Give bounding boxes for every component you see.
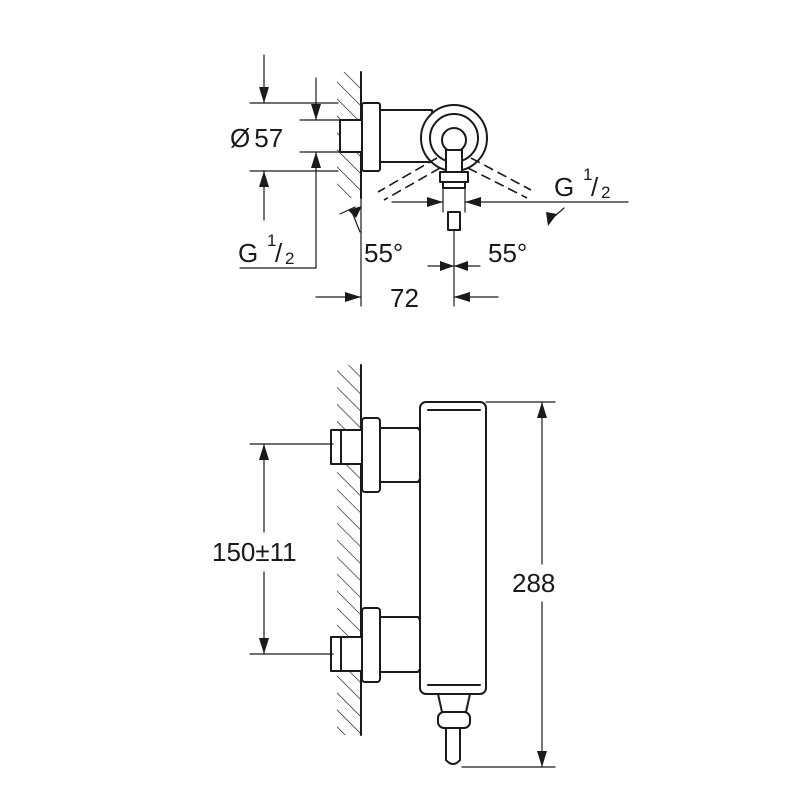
- dim-dia-arrow-bottom: [259, 171, 269, 187]
- dim-centres-arrow-top: [259, 444, 269, 460]
- dim-outlet-arrow-left: [427, 197, 443, 207]
- centres-label: 150±11: [212, 537, 297, 567]
- top-outlet-pipe: [447, 211, 461, 231]
- thread-left-slash: /: [275, 238, 283, 268]
- side-mixer-body: [419, 401, 487, 695]
- side-upper-flange: [361, 417, 381, 493]
- top-inlet-nipple: [339, 119, 363, 153]
- angle-centre-arrow-left: [440, 261, 454, 271]
- top-outlet-stem: [445, 149, 463, 173]
- dim-dia-arrow-top: [259, 87, 269, 103]
- thread-left-denominator: 2: [285, 249, 294, 268]
- angle-right-arrow: [546, 212, 557, 226]
- dim-inlet-arrow-bottom: [311, 152, 321, 168]
- side-lower-inlet-nipple: [330, 636, 363, 672]
- dim-depth-arrow-right: [454, 292, 470, 302]
- dim-inlet-arrow-top: [311, 104, 321, 120]
- side-lower-flange: [361, 607, 381, 683]
- top-wall-flange: [361, 102, 381, 172]
- angle-centre-arrow-right: [454, 261, 468, 271]
- side-upper-inlet-nipple: [330, 429, 363, 465]
- top-outlet-nut: [439, 171, 469, 183]
- top-swivel-right-dashed: [470, 157, 532, 191]
- height-label: 288: [512, 568, 555, 598]
- thread-left-letter: G: [238, 238, 258, 268]
- top-swivel-left-dashed-2: [383, 167, 441, 201]
- dim-centres-arrow-bottom: [259, 638, 269, 654]
- angle-left-label: 55°: [364, 238, 403, 268]
- dim-outlet-arrow-right: [465, 197, 481, 207]
- side-outlet-nut: [437, 693, 471, 713]
- angle-left-arrow: [348, 206, 362, 218]
- thread-left-numerator: 1: [267, 231, 276, 250]
- side-wall-hatch: [337, 365, 361, 735]
- top-swivel-left-dashed: [377, 157, 438, 193]
- dim-depth-arrow-left: [345, 292, 361, 302]
- side-view: 150±11 288: [212, 364, 556, 768]
- thread-right-letter: G: [554, 172, 574, 202]
- angle-left-tick: [339, 206, 356, 215]
- dim-height-arrow-bottom: [537, 751, 547, 767]
- side-outlet-stub: [437, 711, 471, 729]
- thread-right-denominator: 2: [601, 183, 610, 202]
- angle-right-label: 55°: [488, 238, 527, 268]
- dim-height-arrow-top: [537, 402, 547, 418]
- depth-label: 72: [390, 283, 419, 313]
- top-outlet-thread: [442, 181, 466, 189]
- thread-right-slash: /: [591, 172, 599, 202]
- side-outlet-pipe-end: [445, 759, 461, 765]
- thread-right-numerator: 1: [583, 165, 592, 184]
- top-swivel-right-dashed-2: [467, 167, 528, 199]
